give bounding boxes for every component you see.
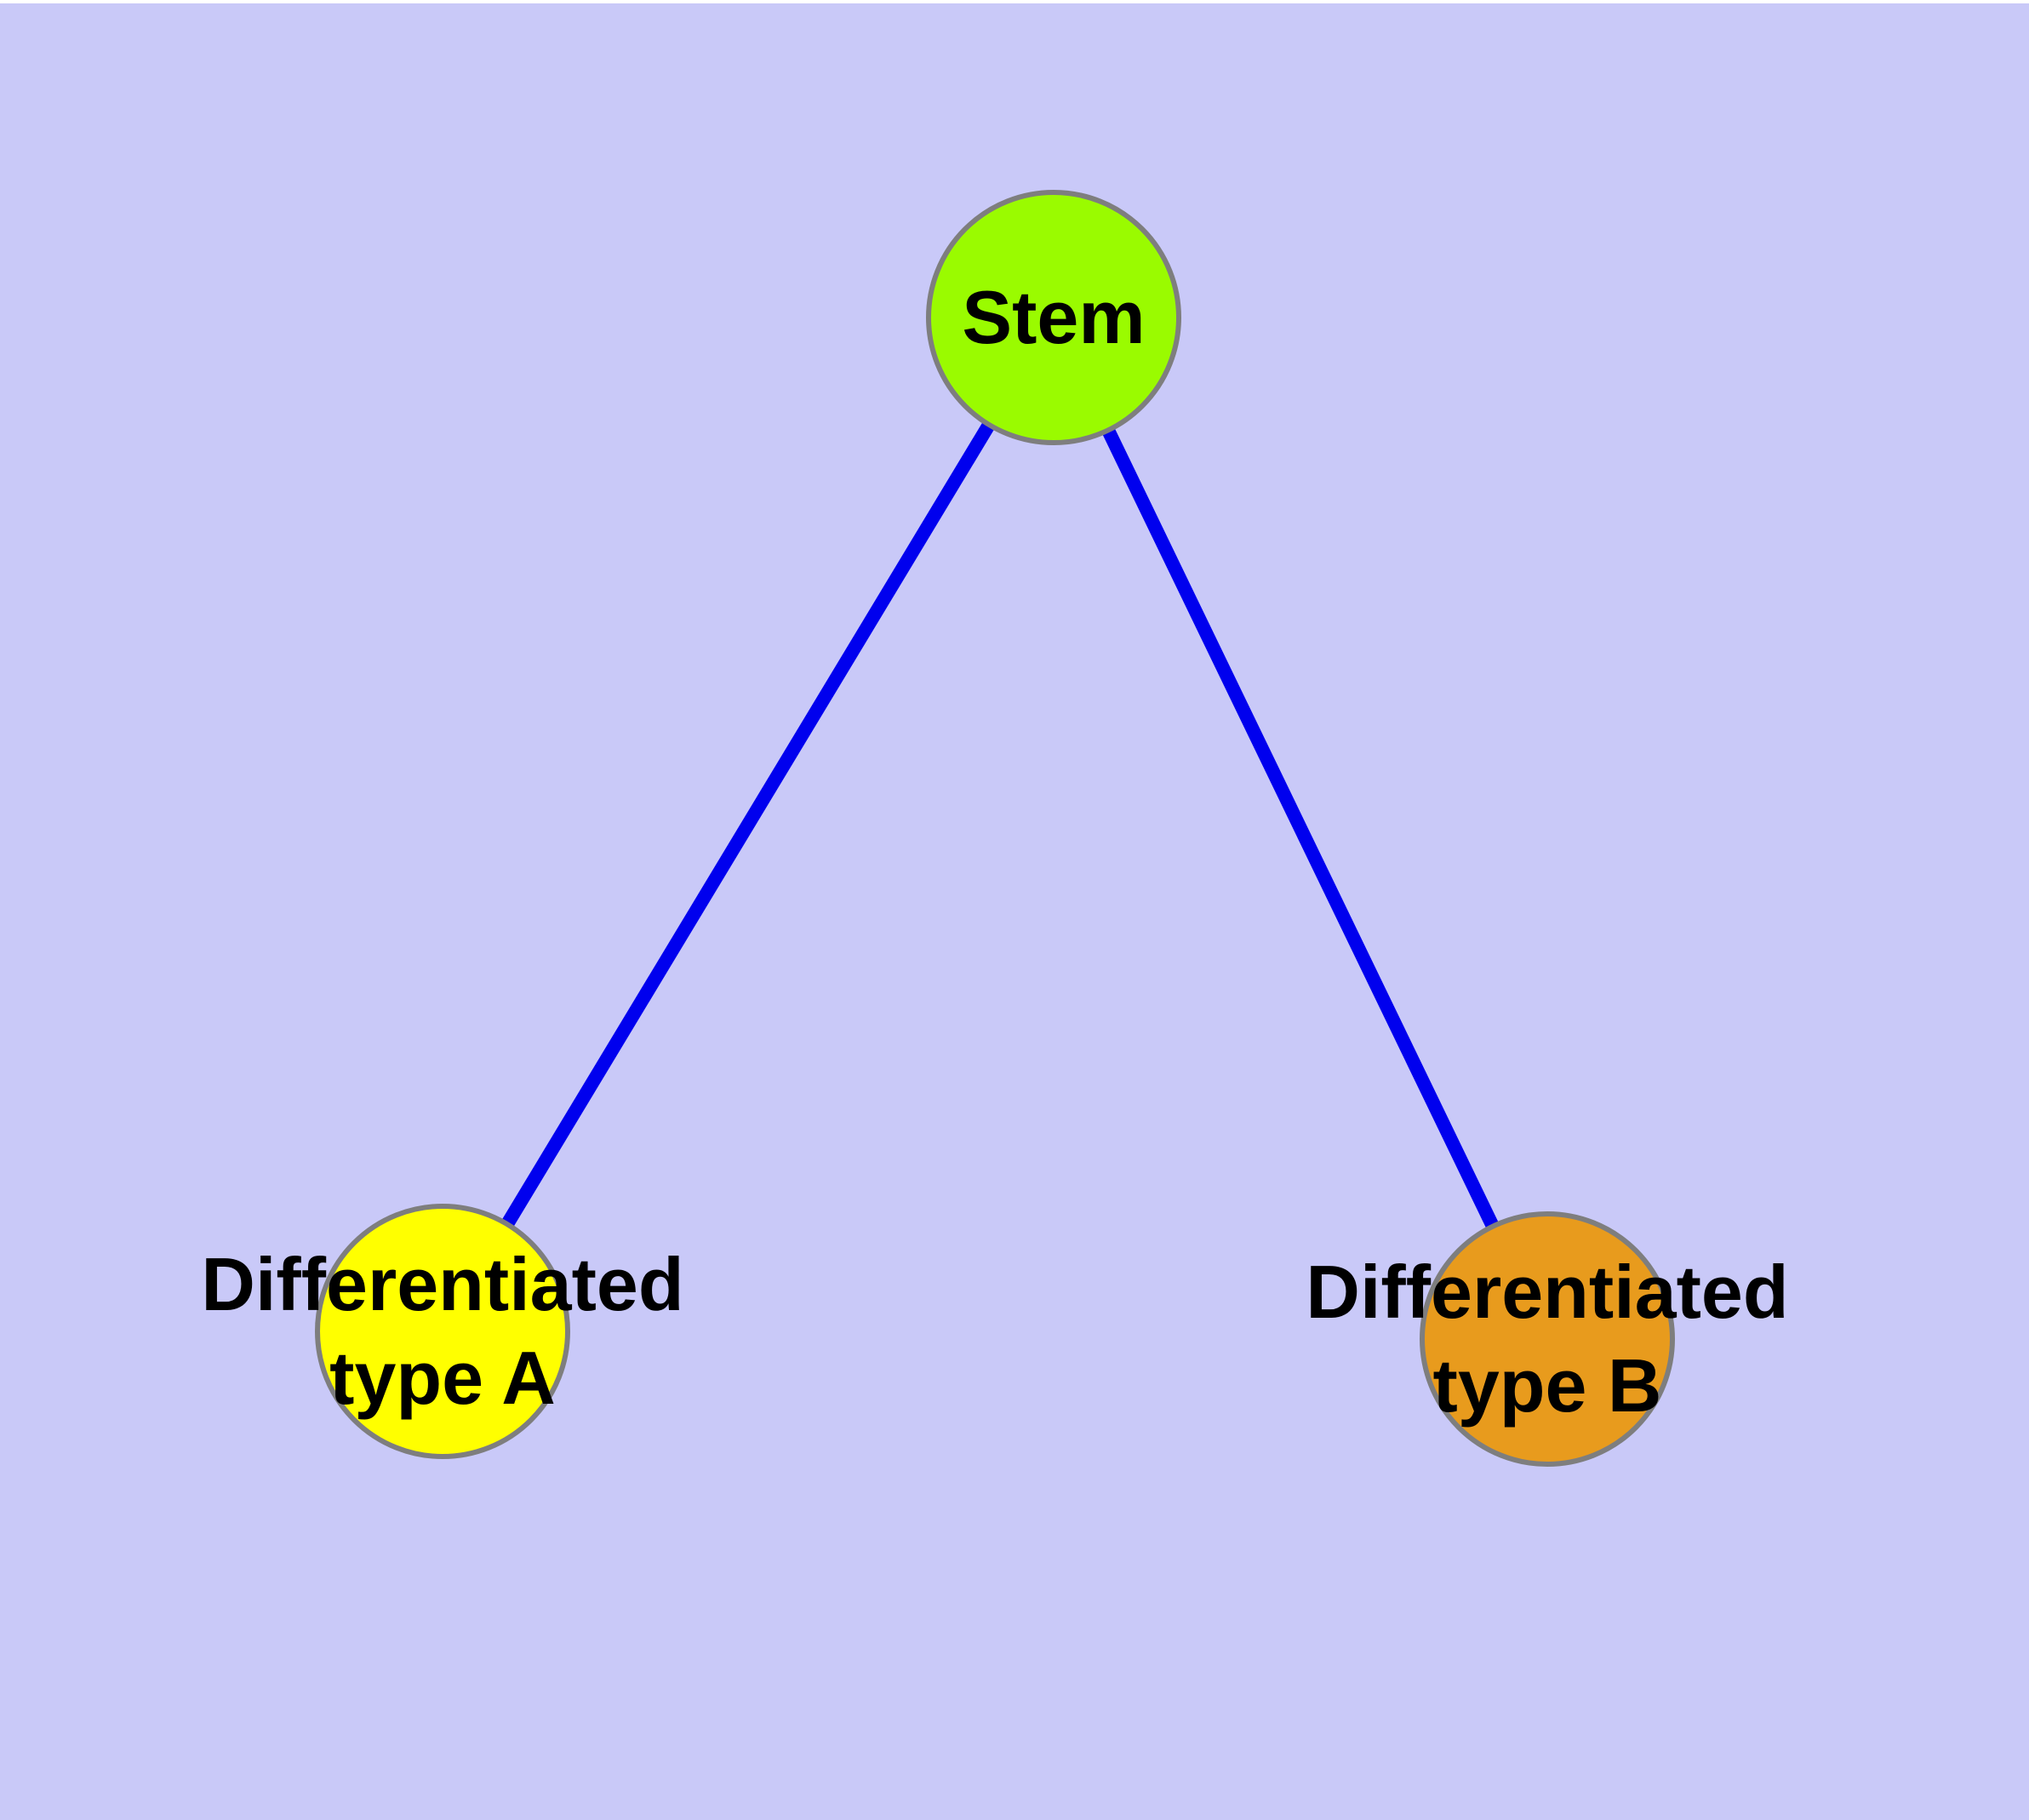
node-type-a-circle (315, 1204, 570, 1459)
node-stem-label-line: Stem (962, 275, 1146, 359)
edge-stem-to-type-b (1047, 314, 1554, 1342)
node-stem-circle (926, 190, 1181, 445)
edge-stem-to-type-a (437, 313, 1060, 1336)
window-top-border (0, 0, 2029, 3)
node-type-a-label-line2: type A (329, 1336, 556, 1420)
node-type-b-circle (1420, 1211, 1675, 1467)
node-type-b-label-line2: type B (1432, 1343, 1662, 1428)
node-type-a-label: Differentiated type A (102, 1238, 783, 1425)
node-type-b-label-line1: Differentiated (1306, 1250, 1789, 1334)
node-stem-label: Stem (713, 271, 1394, 364)
node-type-b-label: Differentiated type B (1207, 1245, 1888, 1433)
node-type-a-label-line1: Differentiated (201, 1242, 684, 1326)
